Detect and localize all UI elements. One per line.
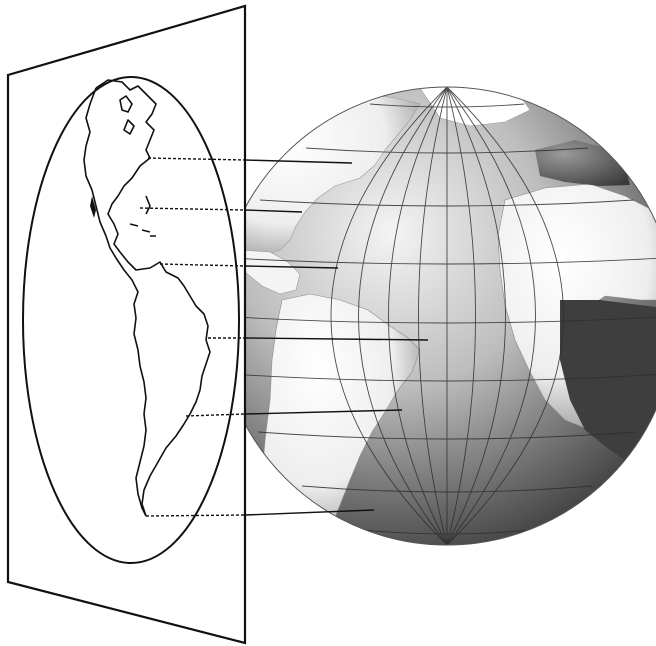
plane-sheet xyxy=(8,6,245,643)
globe xyxy=(215,86,656,550)
projection-plane xyxy=(8,6,245,643)
